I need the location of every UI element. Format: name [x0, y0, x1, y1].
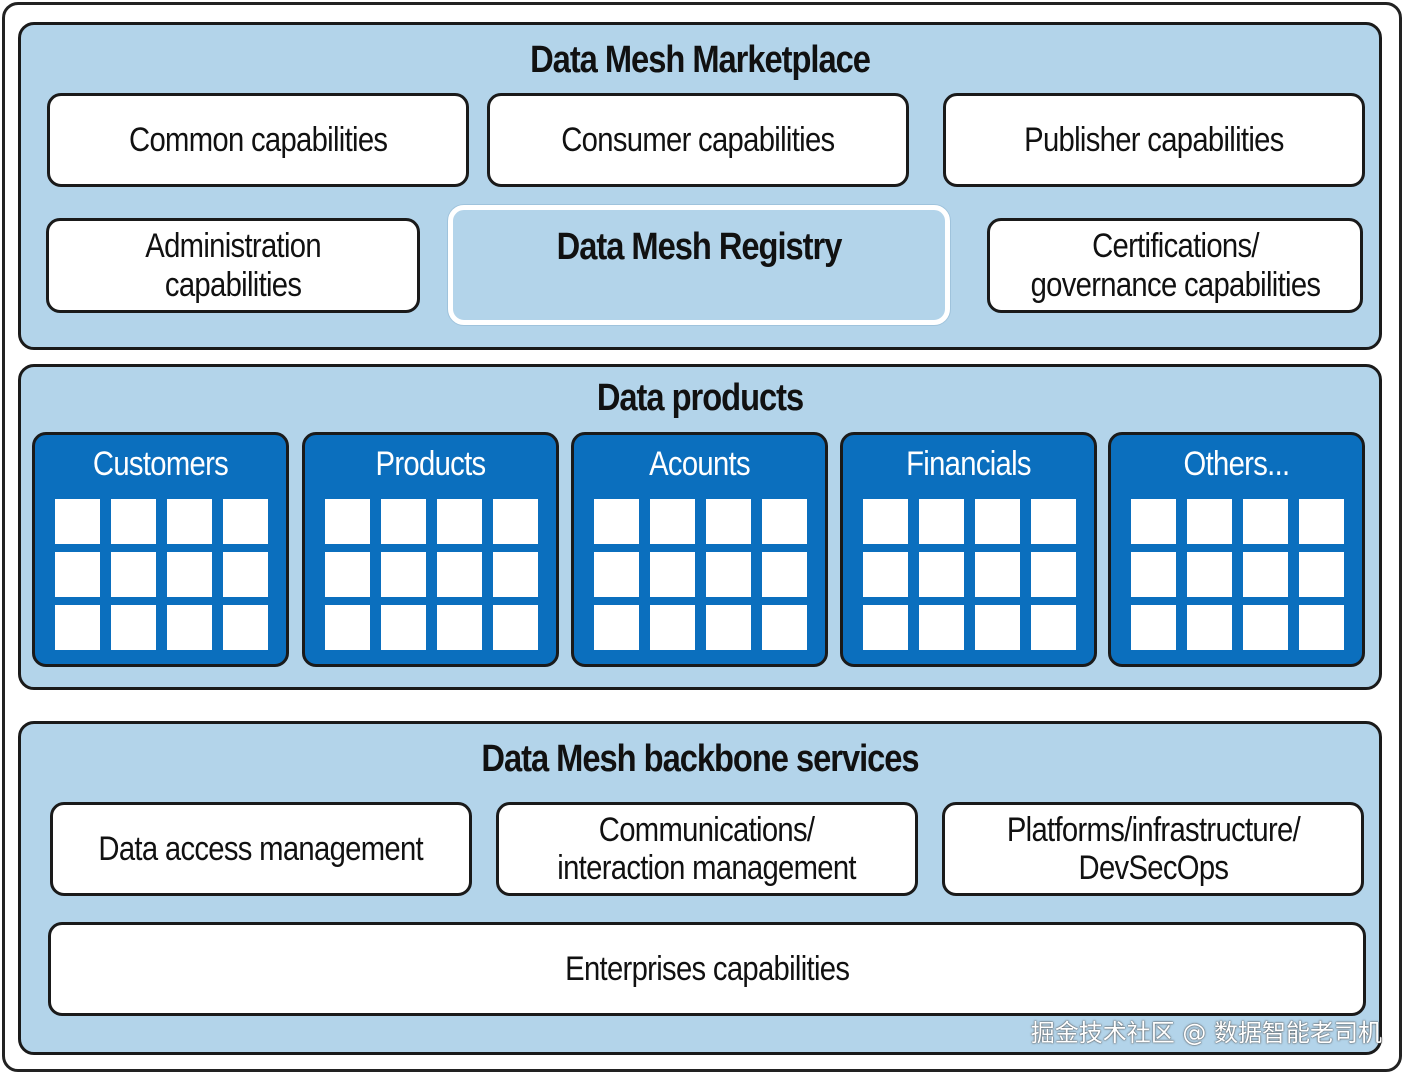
data-access-management-box: Data access management [50, 802, 472, 896]
data-product-grid [594, 499, 807, 650]
data-product-tile [650, 552, 695, 597]
certifications-governance-box: Certifications/ governance capabilities [987, 218, 1363, 313]
data-product-tile [1299, 499, 1344, 544]
data-product-tile [863, 499, 908, 544]
domain-financials: Financials [840, 432, 1097, 667]
data-product-tile [493, 605, 538, 650]
data-product-grid [1131, 499, 1344, 650]
data-product-grid [55, 499, 268, 650]
data-product-tile [1243, 499, 1288, 544]
data-product-tile [1243, 552, 1288, 597]
data-product-tile [919, 499, 964, 544]
data-product-tile [55, 605, 100, 650]
data-mesh-registry: Data Mesh Registry [448, 205, 950, 325]
administration-capabilities-box: Administration capabilities [46, 218, 420, 313]
platforms-infrastructure-box: Platforms/infrastructure/ DevSecOps [942, 802, 1364, 896]
data-product-tile [762, 499, 807, 544]
data-product-tile [55, 499, 100, 544]
data-product-tile [762, 552, 807, 597]
domain-label: Customers [92, 445, 229, 483]
data-product-tile [594, 552, 639, 597]
data-product-tile [167, 605, 212, 650]
data-product-tile [975, 552, 1020, 597]
domain-label: Acounts [649, 445, 751, 483]
data-product-tile [381, 499, 426, 544]
consumer-capabilities-box: Consumer capabilities [487, 93, 909, 187]
data-product-tile [1187, 552, 1232, 597]
backbone-title: Data Mesh backbone services [481, 738, 919, 780]
data-product-tile [1131, 499, 1176, 544]
data-product-tile [437, 499, 482, 544]
data-product-tile [863, 552, 908, 597]
data-product-tile [111, 605, 156, 650]
data-product-grid [325, 499, 538, 650]
data-product-tile [1031, 499, 1076, 544]
data-product-tile [111, 499, 156, 544]
data-product-tile [975, 499, 1020, 544]
data-product-tile [493, 552, 538, 597]
data-product-tile [706, 499, 751, 544]
data-product-tile [706, 605, 751, 650]
data-product-tile [325, 552, 370, 597]
data-product-tile [594, 499, 639, 544]
data-product-tile [919, 605, 964, 650]
data-product-tile [762, 605, 807, 650]
data-product-tile [55, 552, 100, 597]
domain-customers: Customers [32, 432, 289, 667]
data-product-tile [1131, 605, 1176, 650]
data-product-tile [223, 552, 268, 597]
enterprises-capabilities-box: Enterprises capabilities [48, 922, 1366, 1016]
data-products-title: Data products [596, 377, 804, 419]
data-product-tile [381, 552, 426, 597]
domain-label: Products [375, 445, 487, 483]
data-product-tile [167, 499, 212, 544]
data-product-tile [1031, 605, 1076, 650]
publisher-capabilities-box: Publisher capabilities [943, 93, 1365, 187]
data-product-tile [1187, 605, 1232, 650]
data-product-tile [1299, 552, 1344, 597]
data-product-tile [594, 605, 639, 650]
watermark: 掘金技术社区 @ 数据智能老司机 [1030, 1019, 1382, 1047]
data-product-tile [223, 499, 268, 544]
data-product-tile [975, 605, 1020, 650]
data-product-tile [437, 552, 482, 597]
data-product-tile [1243, 605, 1288, 650]
domain-products: Products [302, 432, 559, 667]
data-product-tile [706, 552, 751, 597]
data-product-tile [1131, 552, 1176, 597]
domain-label: Others... [1183, 445, 1291, 483]
data-product-tile [381, 605, 426, 650]
common-capabilities-box: Common capabilities [47, 93, 469, 187]
data-product-tile [223, 605, 268, 650]
data-product-tile [493, 499, 538, 544]
domain-acounts: Acounts [571, 432, 828, 667]
data-product-tile [1031, 552, 1076, 597]
data-product-tile [1299, 605, 1344, 650]
data-product-tile [325, 499, 370, 544]
data-product-tile [650, 499, 695, 544]
data-product-grid [863, 499, 1076, 650]
domain-others: Others... [1108, 432, 1365, 667]
data-product-tile [111, 552, 156, 597]
data-product-tile [325, 605, 370, 650]
data-product-tile [437, 605, 482, 650]
data-product-tile [1187, 499, 1232, 544]
communications-interaction-box: Communications/ interaction management [496, 802, 918, 896]
data-product-tile [863, 605, 908, 650]
marketplace-title: Data Mesh Marketplace [530, 39, 871, 81]
data-product-tile [650, 605, 695, 650]
data-product-tile [167, 552, 212, 597]
registry-title: Data Mesh Registry [556, 226, 843, 268]
domain-label: Financials [906, 445, 1031, 483]
data-product-tile [919, 552, 964, 597]
